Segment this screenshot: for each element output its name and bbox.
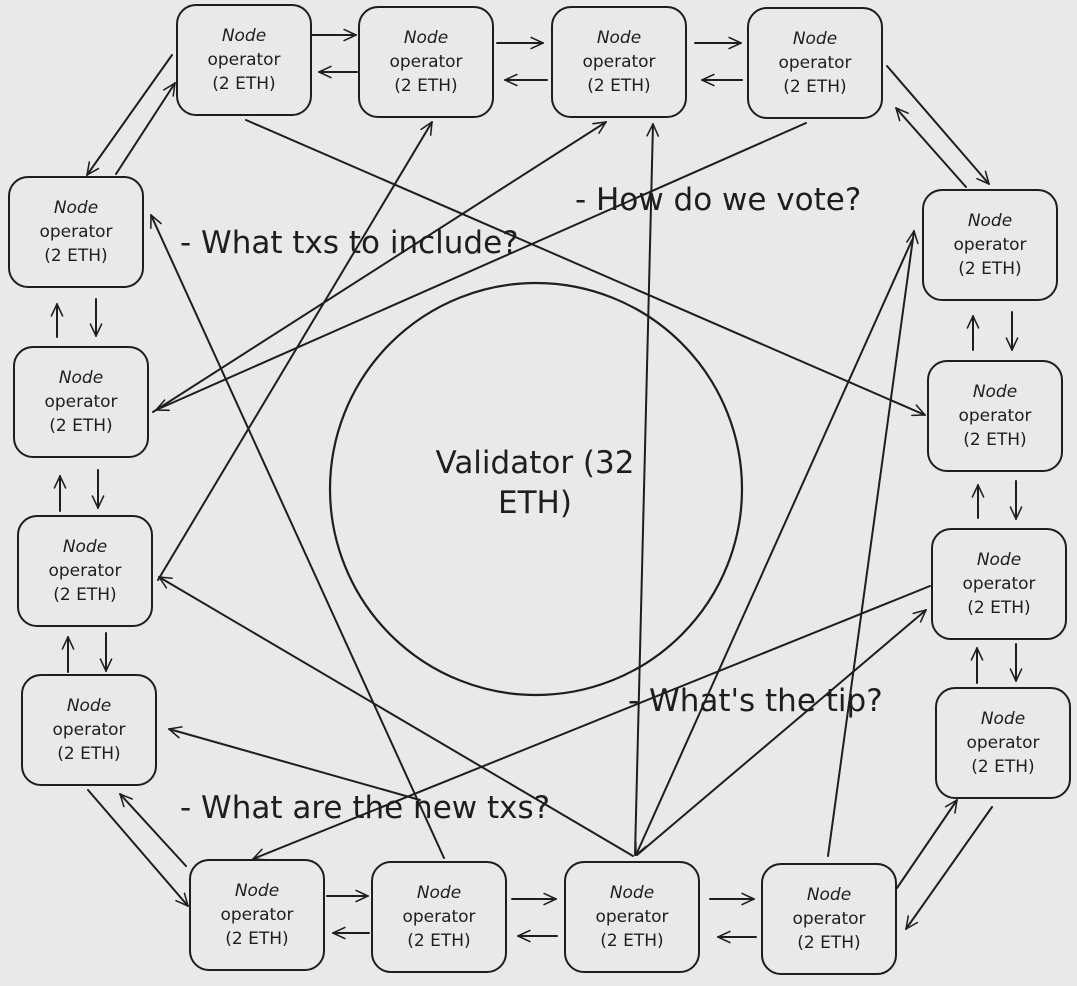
node-label-line2: operator (220, 905, 294, 925)
question-whats-the-tip: - What's the tip? (628, 683, 883, 719)
node-operator-box: Node operator (2 ETH) (358, 6, 494, 118)
question-what-txs-to-include: - What txs to include? (180, 225, 519, 261)
arrow-n9-n8 (896, 799, 958, 889)
node-operator-box: Node operator (2 ETH) (371, 861, 507, 973)
arrow-n4-n5 (886, 65, 990, 185)
node-label-line3: (2 ETH) (797, 933, 861, 953)
node-label-line3: (2 ETH) (783, 77, 847, 97)
node-label-line2: operator (962, 574, 1036, 594)
arrow-n4-n15 (155, 122, 807, 410)
arrow-n9-n5 (827, 230, 914, 857)
arrow-n15-n3 (152, 121, 607, 413)
node-label-line2: operator (207, 50, 281, 70)
node-label-line2: operator (389, 52, 463, 72)
node-label-line1: Node (609, 883, 655, 903)
arrow-n12-n13 (119, 793, 187, 867)
node-label-line2: operator (966, 733, 1040, 753)
node-label-line2: operator (52, 720, 126, 740)
node-label-line3: (2 ETH) (394, 76, 458, 96)
node-label-line2: operator (958, 406, 1032, 426)
node-operator-box: Node operator (2 ETH) (176, 4, 312, 116)
arrow-n7-n12 (252, 585, 931, 859)
node-label-line1: Node (980, 709, 1026, 729)
node-label-line3: (2 ETH) (963, 430, 1027, 450)
node-label-line1: Node (62, 537, 108, 557)
arrow-n5-n4 (895, 107, 967, 188)
node-label-line1: Node (976, 550, 1022, 570)
node-label-line1: Node (234, 881, 280, 901)
node-label-line2: operator (595, 907, 669, 927)
node-operator-box: Node operator (2 ETH) (551, 6, 687, 118)
node-label-line1: Node (416, 883, 462, 903)
node-label-line3: (2 ETH) (212, 74, 276, 94)
node-label-line3: (2 ETH) (958, 259, 1022, 279)
arrow-n13-n12 (87, 789, 189, 907)
node-label-line2: operator (953, 235, 1027, 255)
arrow-n12-n13b (168, 729, 421, 801)
node-label-line1: Node (58, 368, 104, 388)
arrow-n1-n16 (86, 54, 173, 176)
node-label-line2: operator (582, 52, 656, 72)
validator-label-line1: Validator (32 (435, 445, 635, 481)
node-label-line2: operator (39, 222, 113, 242)
node-operator-box: Node operator (2 ETH) (17, 515, 153, 627)
node-label-line3: (2 ETH) (49, 416, 113, 436)
node-label-line1: Node (403, 28, 449, 48)
validator-label-line2: ETH) (498, 485, 572, 521)
validator-label: Validator (32 ETH) (385, 443, 685, 523)
arrow-n11-n16 (150, 214, 445, 859)
node-label-line3: (2 ETH) (600, 931, 664, 951)
node-operator-box: Node operator (2 ETH) (21, 674, 157, 786)
node-label-line1: Node (967, 211, 1013, 231)
arrow-n10-n3 (634, 123, 653, 856)
node-operator-box: Node operator (2 ETH) (761, 863, 897, 975)
node-label-line2: operator (402, 907, 476, 927)
arrow-n14-n2 (157, 121, 433, 581)
node-label-line3: (2 ETH) (57, 744, 121, 764)
node-operator-box: Node operator (2 ETH) (189, 859, 325, 971)
node-label-line1: Node (792, 29, 838, 49)
node-label-line2: operator (778, 53, 852, 73)
node-operator-box: Node operator (2 ETH) (927, 360, 1063, 472)
arrow-n10-n14 (158, 576, 634, 857)
node-label-line3: (2 ETH) (967, 598, 1031, 618)
node-label-line1: Node (53, 198, 99, 218)
node-label-line3: (2 ETH) (971, 757, 1035, 777)
node-label-line1: Node (221, 26, 267, 46)
node-operator-box: Node operator (2 ETH) (564, 861, 700, 973)
node-label-line1: Node (972, 382, 1018, 402)
node-label-line3: (2 ETH) (407, 931, 471, 951)
node-operator-box: Node operator (2 ETH) (922, 189, 1058, 301)
node-label-line3: (2 ETH) (225, 929, 289, 949)
node-operator-box: Node operator (2 ETH) (931, 528, 1067, 640)
validator-circle (328, 281, 744, 697)
node-label-line1: Node (806, 885, 852, 905)
node-label-line3: (2 ETH) (53, 585, 117, 605)
node-operator-box: Node operator (2 ETH) (13, 346, 149, 458)
node-operator-box: Node operator (2 ETH) (8, 176, 144, 288)
node-label-line3: (2 ETH) (587, 76, 651, 96)
arrow-n10-n7 (636, 609, 927, 856)
question-what-are-the-new-txs: - What are the new txs? (180, 790, 551, 826)
node-label-line3: (2 ETH) (44, 246, 108, 266)
node-label-line1: Node (596, 28, 642, 48)
arrow-n16-n1 (115, 82, 176, 175)
node-label-line2: operator (792, 909, 866, 929)
node-label-line2: operator (48, 561, 122, 581)
node-label-line1: Node (66, 696, 112, 716)
question-how-do-we-vote: - How do we vote? (575, 182, 862, 218)
arrow-n1-n6 (245, 119, 926, 415)
node-operator-box: Node operator (2 ETH) (747, 7, 883, 119)
arrow-n5-n10 (636, 239, 913, 856)
node-operator-box: Node operator (2 ETH) (935, 687, 1071, 799)
arrow-n8-n9 (905, 806, 993, 930)
node-label-line2: operator (44, 392, 118, 412)
